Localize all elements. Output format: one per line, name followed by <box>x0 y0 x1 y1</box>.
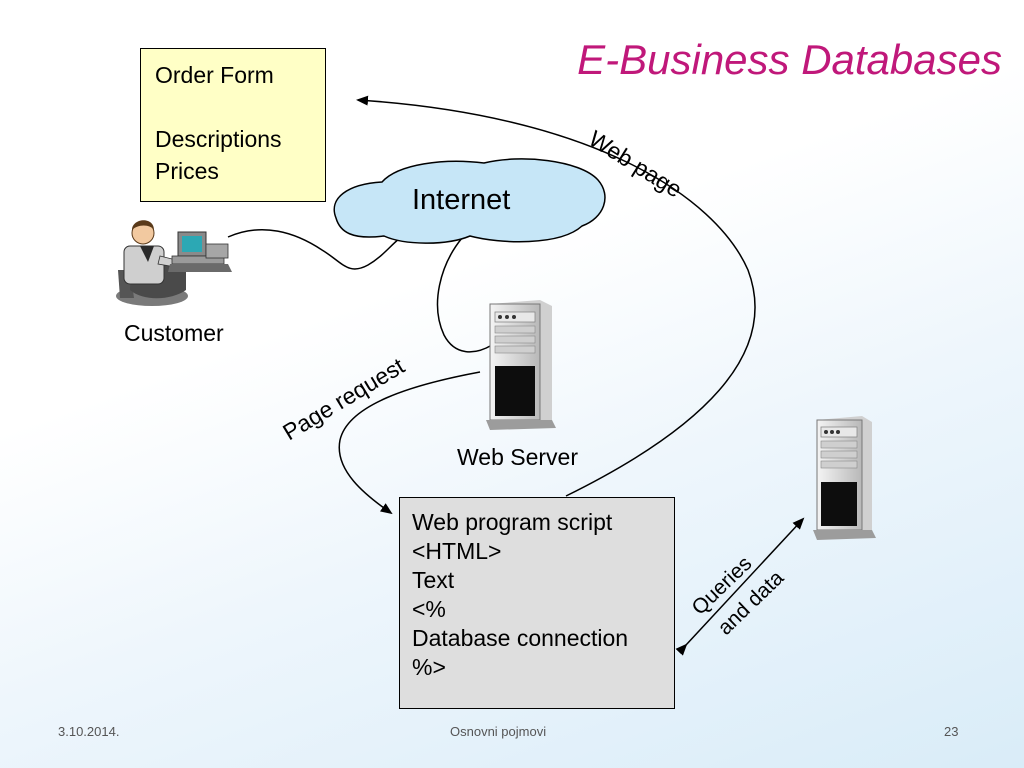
customer-label: Customer <box>124 320 224 346</box>
script-line: %> <box>412 654 446 680</box>
web-program-script-box: Web program script <HTML> Text <% Databa… <box>399 497 675 709</box>
order-form-line: Descriptions <box>155 126 282 152</box>
internet-label: Internet <box>412 184 510 216</box>
customer-at-computer-icon <box>116 220 232 306</box>
order-form-box: Order Form Descriptions Prices <box>140 48 326 202</box>
web-page-arrow <box>356 95 756 497</box>
script-line: <% <box>412 596 446 622</box>
queries-and-data-arrow <box>675 517 805 656</box>
order-form-line: Prices <box>155 158 219 184</box>
script-line: Web program script <box>412 509 613 535</box>
footer-title: Osnovni pojmovi <box>450 724 547 739</box>
page-number: 23 <box>944 724 959 739</box>
slide-title: E-Business Databases <box>577 36 1002 83</box>
script-line: Text <box>412 567 455 593</box>
script-line: <HTML> <box>412 538 502 564</box>
footer-date: 3.10.2014. <box>58 724 120 739</box>
web-server-label: Web Server <box>457 444 579 470</box>
customer-to-internet-line <box>227 228 401 270</box>
database-server-tower-icon <box>813 416 876 540</box>
script-line: Database connection <box>412 625 629 651</box>
spacer <box>155 91 311 123</box>
internet-to-webserver-line <box>436 237 493 353</box>
order-form-line: Order Form <box>155 62 274 88</box>
web-server-tower-icon <box>486 300 556 430</box>
internet-cloud-icon <box>333 158 606 244</box>
page-request-arrow <box>338 371 481 515</box>
